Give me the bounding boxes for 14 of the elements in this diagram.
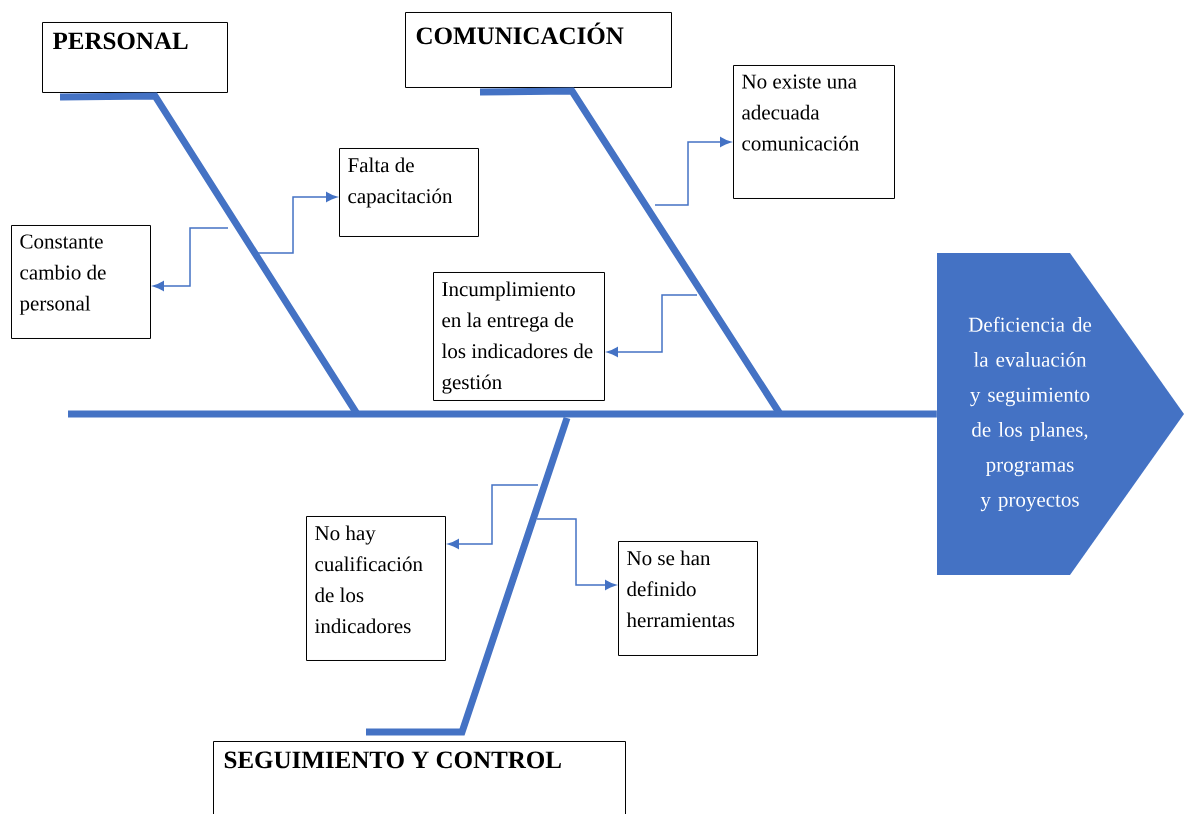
- arrow: [153, 227, 229, 291]
- cause-box: Incumplimiento en la entrega de los indicadores de gestión: [433, 272, 605, 401]
- cause-box: Constante cambio de personal: [11, 225, 151, 339]
- category-box: PERSONAL: [42, 22, 228, 93]
- cause-box: No se han definido herramientas: [618, 541, 758, 656]
- cause-box: Falta de capacitación: [339, 148, 479, 237]
- cause-box: No hay cualificación de los indicadores: [306, 516, 446, 661]
- arrow: [536, 518, 616, 590]
- cause-box: No existe una adecuada comunicación: [733, 65, 895, 199]
- arrow: [654, 137, 731, 206]
- arrow: [448, 484, 539, 549]
- arrow: [607, 294, 698, 357]
- category-box: SEGUIMIENTO Y CONTROL: [213, 741, 626, 814]
- category-box: COMUNICACIÓN: [405, 12, 672, 88]
